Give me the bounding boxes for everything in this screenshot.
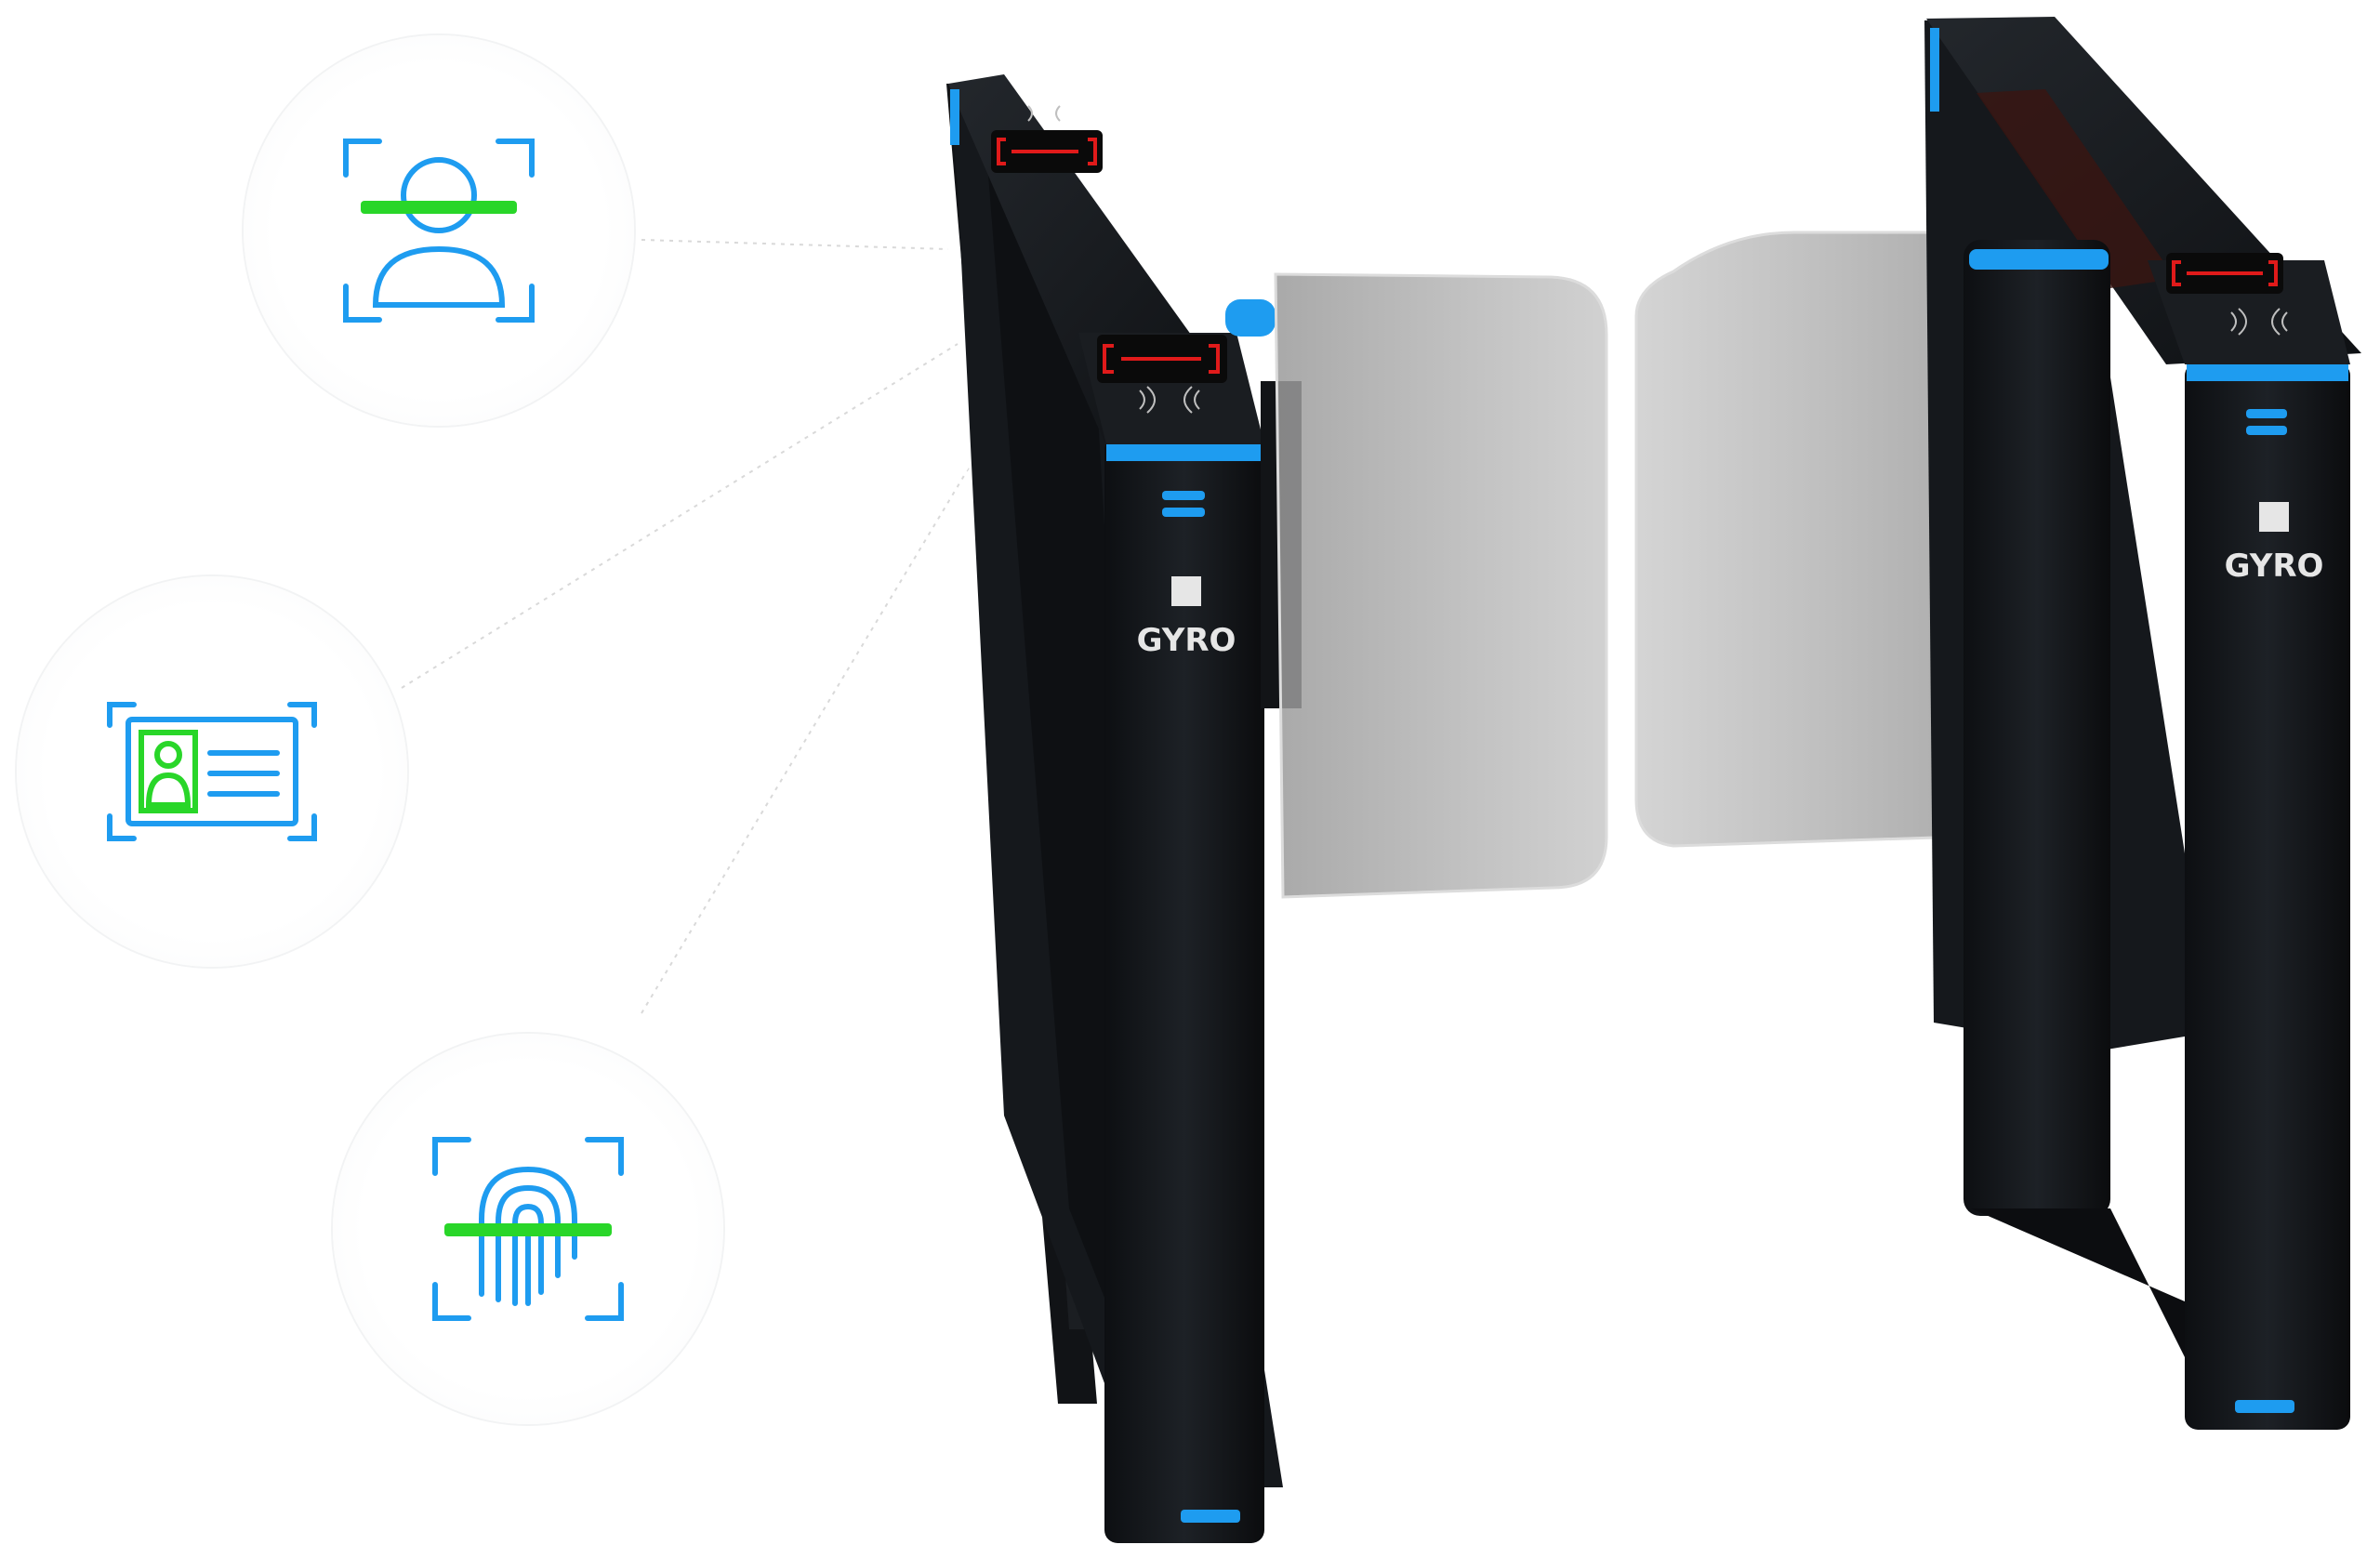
left-logo-text: GYRO [1137,622,1236,659]
connector-lines [401,239,1005,1014]
id-card-icon [107,702,317,841]
left-gate-cabinet: GYRO [946,74,1302,1543]
fingerprint-scan-icon [432,1137,624,1321]
left-gyro-logo: GYRO [1137,576,1236,659]
left-glass-panel [1274,272,1608,899]
right-glass-panel [1634,231,1965,848]
right-gate-cabinet: GYRO [1924,17,2361,1430]
face-scan-icon [343,139,535,323]
right-gyro-logo: GYRO [2225,502,2324,585]
right-logo-text: GYRO [2225,548,2324,585]
